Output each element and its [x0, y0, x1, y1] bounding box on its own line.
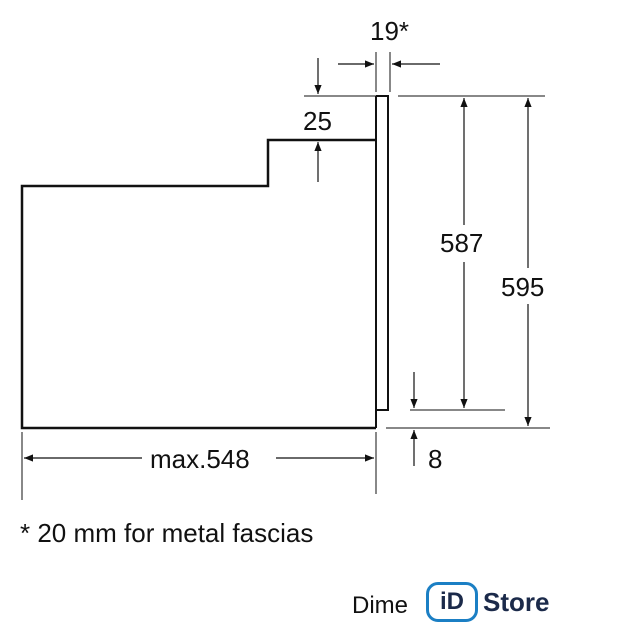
logo-badge: iD: [426, 582, 478, 622]
dim-19-label: 19*: [370, 16, 409, 46]
front-fascia: [375, 95, 389, 428]
dim-548-label: max.548: [150, 444, 250, 474]
dim-595-label: 595: [501, 272, 544, 302]
dim-587-label: 587: [440, 228, 483, 258]
diagram-caption: Dime: [352, 592, 409, 619]
oven-body-outline: [20, 138, 376, 430]
footnote-metal-fascias: * 20 mm for metal fascias: [20, 518, 314, 548]
dim-8-label: 8: [428, 444, 442, 474]
logo-word: Store: [483, 586, 550, 617]
store-watermark-logo: iD Store: [426, 580, 558, 624]
dim-25-label: 25: [303, 106, 332, 136]
